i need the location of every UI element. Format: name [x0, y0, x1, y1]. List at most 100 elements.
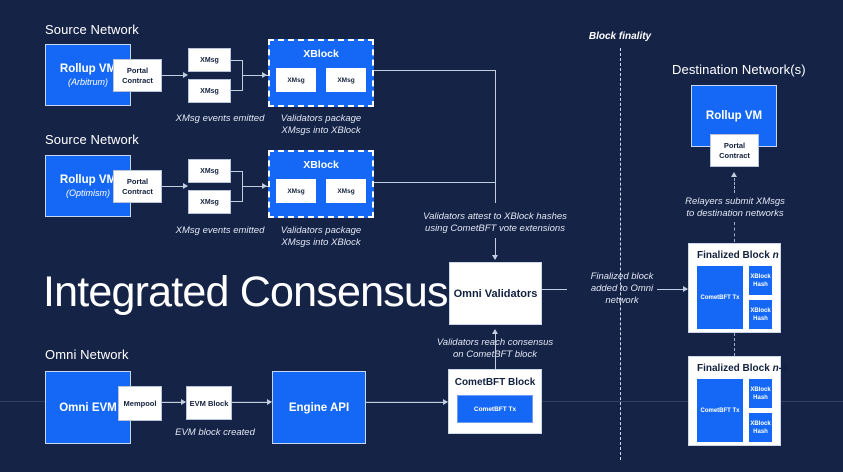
caption-relayer-line2: to destination networks — [686, 208, 784, 219]
destination-portal-label: Portal Contract — [719, 141, 750, 160]
arrow-portal-to-xmsg-2 — [183, 183, 188, 189]
connector-comet-to-validators — [495, 334, 496, 370]
cometbft-block-title: CometBFT Block — [454, 377, 536, 388]
xmsg-label: XMsg — [200, 198, 219, 206]
finalized-block-n-title: Finalized Block n — [697, 250, 779, 261]
connector-portal-to-xmsg-2 — [162, 186, 187, 187]
finalized-n1-xblock-hash-2: XBlock Hash — [749, 413, 772, 442]
xmsg-label: XMsg — [200, 167, 219, 175]
connector-xblock1-right — [374, 70, 495, 71]
connector-xmsg-merge-1 — [231, 60, 243, 91]
block-finality-label: Block finality — [588, 31, 652, 42]
caption-consensus-line2: on CometBFT block — [453, 349, 537, 360]
connector-mempool-to-evmblock — [162, 402, 185, 403]
evm-block-box: EVM Block — [186, 386, 232, 420]
omni-evm-box: Omni EVM — [45, 371, 131, 444]
rollup-vm-chain: (Optimism) — [66, 188, 110, 198]
caption-evm-block-created: EVM block created — [175, 427, 255, 438]
finalized-block-n: Finalized Block n CometBFT Tx XBlock Has… — [688, 243, 781, 333]
rollup-vm-label: Rollup VM — [59, 63, 117, 75]
finalized-block-title-index: n — [772, 250, 779, 261]
arrow-relayer-up — [731, 172, 737, 177]
caption-attest-line2: using CometBFT vote extensions — [425, 223, 565, 234]
engine-api-box: Engine API — [272, 371, 366, 444]
mempool-box: Mempool — [118, 386, 162, 421]
xmsg-box-2b: XMsg — [188, 190, 231, 214]
caption-finalized-line1: Finalized block — [590, 271, 654, 282]
xmsg-box-1b: XMsg — [188, 79, 231, 103]
caption-validators-package-1a: Validators package — [280, 113, 362, 124]
engine-api-label: Engine API — [288, 401, 350, 414]
connector-to-finalized-blocks — [657, 289, 687, 290]
connector-merge-to-xblock-1 — [243, 75, 268, 76]
connector-evmblock-to-engine — [232, 402, 271, 403]
caption-validators-package-2a: Validators package — [280, 225, 362, 236]
caption-attest-line1: Validators attest to XBlock hashes — [423, 211, 567, 222]
xblock-title: XBlock — [303, 48, 339, 60]
finalized-block-title-index: n-1 — [772, 363, 788, 374]
caption-xmsg-events-1: XMsg events emitted — [175, 113, 265, 124]
connector-between-finalized-blocks — [734, 333, 735, 356]
xblock-title: XBlock — [303, 159, 339, 171]
xblock-xmsg-1b: XMsg — [326, 68, 366, 92]
xmsg-box-2a: XMsg — [188, 159, 231, 183]
cometbft-tx-box: CometBFT Tx — [457, 395, 533, 423]
block-finality-divider — [620, 48, 621, 460]
portal-contract-label: Portal Contract — [122, 177, 153, 196]
mempool-label: Mempool — [123, 399, 157, 408]
xblock-2: XBlock XMsg XMsg — [268, 150, 374, 218]
finalized-n-xblock-hash-1: XBlock Hash — [749, 266, 772, 295]
section-label-destination-network: Destination Network(s) — [672, 62, 806, 77]
finalized-n1-cometbft-tx: CometBFT Tx — [697, 379, 743, 442]
section-label-source-network-2: Source Network — [45, 132, 139, 147]
xblock-xmsg-2b: XMsg — [326, 179, 366, 203]
arrow-up-to-validators — [492, 329, 498, 334]
xmsg-box-1a: XMsg — [188, 48, 231, 72]
portal-contract-2: Portal Contract — [113, 170, 162, 203]
connector-xblock2-right — [374, 182, 495, 183]
caption-validators-package-1b: XMsgs into XBlock — [281, 125, 361, 136]
arrow-merge-to-xblock-1 — [262, 72, 267, 78]
finalized-n-xblock-hash-2: XBlock Hash — [749, 300, 772, 329]
cometbft-block-box: CometBFT Block CometBFT Tx — [448, 369, 542, 434]
caption-finalized-line3: network — [605, 295, 639, 306]
connector-to-validators — [495, 238, 496, 259]
background-guide-line — [0, 401, 843, 402]
connector-validators-to-right — [542, 289, 567, 290]
arrow-mempool-to-evmblock — [181, 399, 186, 405]
caption-relayer-line1: Relayers submit XMsgs — [685, 196, 785, 207]
evm-block-label: EVM Block — [189, 398, 229, 408]
connector-portal-to-xmsg-1 — [162, 75, 187, 76]
finalized-block-title-main: Finalized Block — [697, 250, 770, 261]
arrow-down-to-validators — [492, 255, 498, 260]
connector-xblocks-vertical — [495, 70, 496, 203]
finalized-block-n1-title: Finalized Block n-1 — [697, 363, 788, 374]
connector-relayer-dashed-upper — [734, 178, 735, 193]
omni-evm-label: Omni EVM — [59, 401, 117, 414]
arrow-merge-to-xblock-2 — [262, 183, 267, 189]
xblock-xmsg-1a: XMsg — [276, 68, 316, 92]
finalized-n1-xblock-hash-1: XBlock Hash — [749, 379, 772, 408]
connector-relayer-dashed-lower — [734, 222, 735, 242]
caption-consensus-line1: Validators reach consensus — [436, 337, 554, 348]
connector-merge-to-xblock-2 — [243, 186, 268, 187]
caption-finalized-line2: added to Omni — [590, 283, 654, 294]
rollup-vm-arbitrum: Rollup VM (Arbitrum) — [45, 44, 131, 106]
caption-xmsg-events-2: XMsg events emitted — [175, 225, 265, 236]
section-label-source-network-1: Source Network — [45, 22, 139, 37]
rollup-vm-chain: (Arbitrum) — [68, 77, 108, 87]
destination-rollup-vm-label: Rollup VM — [705, 110, 763, 122]
xblock-1: XBlock XMsg XMsg — [268, 39, 374, 107]
finalized-block-n-minus-1: Finalized Block n-1 CometBFT Tx XBlock H… — [688, 356, 788, 446]
finalized-block-title-main: Finalized Block — [697, 363, 770, 374]
xmsg-label: XMsg — [200, 56, 219, 64]
arrow-engine-to-cometbft — [443, 399, 448, 405]
arrow-to-finalized-blocks — [683, 286, 688, 292]
connector-engine-to-cometbft — [366, 402, 447, 403]
omni-validators-box: Omni Validators — [449, 262, 542, 325]
xmsg-label: XMsg — [200, 87, 219, 95]
finalized-n-cometbft-tx: CometBFT Tx — [697, 266, 743, 329]
destination-portal-contract: Portal Contract — [710, 134, 759, 167]
rollup-vm-label: Rollup VM — [59, 174, 117, 186]
